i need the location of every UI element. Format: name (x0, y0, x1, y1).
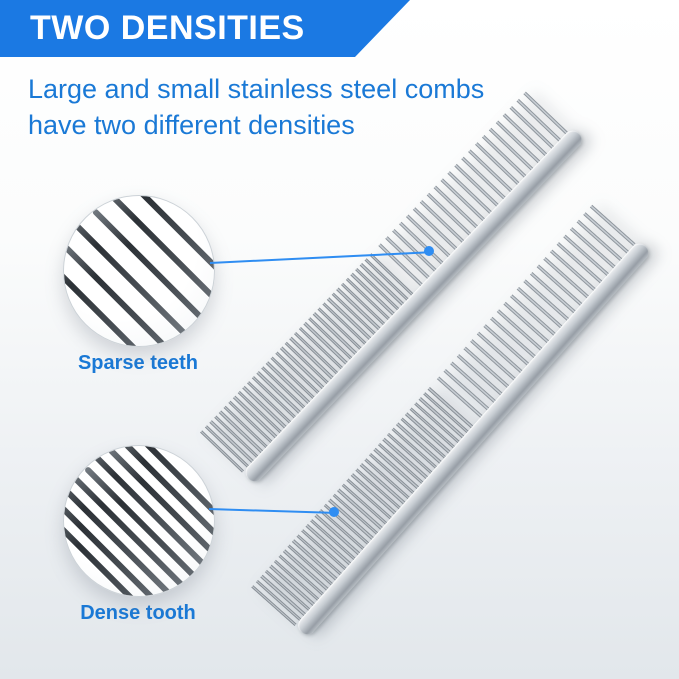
dense-tooth-zoom-illustration (64, 446, 214, 596)
sparse-teeth-label: Sparse teeth (77, 352, 199, 374)
sparse-callout-dot (424, 246, 434, 256)
sparse-teeth-callout-circle (63, 195, 215, 347)
sparse-teeth-zoom-illustration (64, 196, 214, 346)
zoomed-tooth-line (104, 446, 214, 573)
subtitle-text: Large and small stainless steel combs ha… (28, 74, 485, 140)
dense-callout-dot (329, 507, 339, 517)
small-comb-teeth (200, 86, 573, 473)
banner: TWO DENSITIES (0, 0, 410, 57)
dense-tooth-label: Dense tooth (80, 602, 196, 624)
zoomed-tooth-line (91, 207, 214, 336)
zoomed-tooth-line (64, 208, 188, 337)
banner-title: TWO DENSITIES (30, 9, 305, 47)
dense-tooth-callout-circle (63, 445, 215, 597)
dense-callout-line (208, 508, 334, 514)
zoomed-tooth-line (64, 471, 175, 596)
